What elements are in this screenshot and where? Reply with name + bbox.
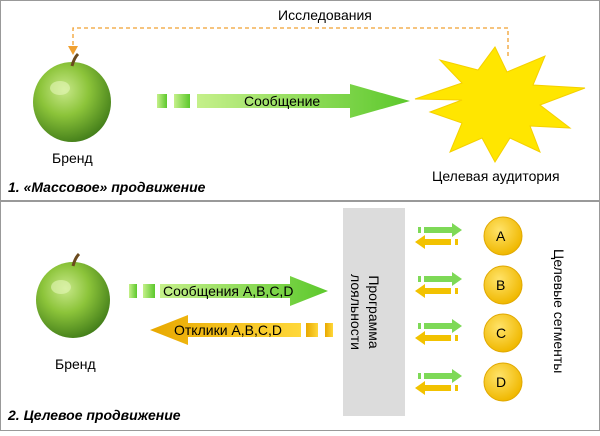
responses-arrow (150, 315, 333, 345)
segment-exchange-arrows (415, 223, 462, 395)
research-arrowhead-icon (68, 46, 78, 55)
section2-caption: 2. Целевое продвижение (8, 407, 181, 423)
research-feedback-line (72, 27, 509, 56)
messages-label: Сообщения A,B,C,D (163, 283, 294, 299)
segment-d-circle (483, 362, 523, 402)
loyalty-program-box (343, 208, 405, 416)
segment-c-circle (483, 313, 523, 353)
section1-caption: 1. «Массовое» продвижение (8, 179, 206, 195)
segment-a-arrows (415, 223, 462, 249)
message-label: Сообщение (244, 93, 321, 109)
segment-a-label: A (496, 228, 506, 244)
brand-label-2: Бренд (55, 356, 96, 372)
segment-a-circle (483, 216, 523, 256)
loyalty-label-line1: Программа (366, 275, 382, 349)
research-label: Исследования (278, 7, 372, 23)
segment-d-label: D (496, 374, 507, 390)
loyalty-label-line2: лояльности (348, 274, 364, 350)
segment-d-arrows (415, 369, 462, 395)
messages-arrow (129, 276, 328, 306)
segment-c-arrows (415, 319, 462, 345)
responses-label: Отклики A,B,C,D (174, 322, 282, 338)
segments-label: Целевые сегменты (551, 249, 567, 374)
brand-apple-icon (33, 52, 111, 142)
segment-b-circle (483, 265, 523, 305)
segment-b-label: B (496, 277, 506, 293)
brand-apple-icon-2 (36, 252, 110, 338)
segment-c-label: C (496, 325, 507, 341)
segment-b-arrows (415, 272, 462, 298)
audience-starburst-icon (414, 46, 586, 163)
brand-label: Бренд (52, 150, 93, 166)
message-arrow (157, 84, 410, 118)
audience-label: Целевая аудитория (432, 168, 560, 184)
